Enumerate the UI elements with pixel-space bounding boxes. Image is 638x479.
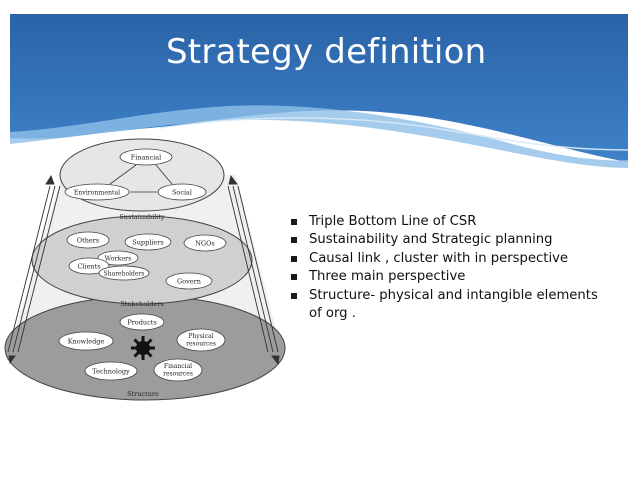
slide-title: Strategy definition	[166, 32, 487, 72]
bullet-item: Triple Bottom Line of CSR	[291, 213, 611, 231]
node-knowledge: Knowledge	[68, 338, 105, 346]
sustainability-label: Sustainability	[119, 213, 165, 221]
bullet-item: Causal link , cluster with in perspectiv…	[291, 250, 611, 268]
node-products: Products	[127, 319, 156, 327]
node-ngos: NGOs	[195, 240, 215, 248]
node-shareholders: Shareholders	[104, 271, 145, 278]
left-arrows	[7, 174, 61, 365]
bullet-item: Structure- physical and intangible eleme…	[291, 287, 611, 324]
csr-perspective-diagram: Structure Stakeholders Sustainability Fi…	[4, 138, 286, 401]
bullet-item: Sustainability and Strategic planning	[291, 231, 611, 249]
bullet-item: Three main perspective	[291, 268, 611, 286]
node-clients: Clients	[77, 263, 100, 271]
gear-icon	[131, 336, 155, 360]
node-suppliers: Suppliers	[132, 239, 163, 247]
header-banner	[10, 14, 629, 170]
node-govern: Govern	[177, 278, 201, 286]
square-bullet-icon	[291, 255, 297, 262]
node-others: Others	[77, 237, 99, 245]
stakeholders-label: Stakeholders	[120, 300, 163, 308]
square-bullet-icon	[291, 274, 297, 281]
right-arrows	[227, 174, 280, 366]
node-workers: Workers	[105, 256, 132, 263]
square-bullet-icon	[291, 292, 297, 299]
node-environmental: Environmental	[74, 190, 120, 197]
node-technology: Technology	[92, 368, 130, 376]
structure-label: Structure	[127, 390, 159, 398]
node-physical-2: resources	[186, 341, 216, 348]
sustainability-arrows	[109, 164, 173, 193]
square-bullet-icon	[291, 219, 297, 225]
node-financial-res-1: Financial	[164, 363, 192, 370]
node-physical-1: Physical	[188, 333, 213, 340]
bullet-list: Triple Bottom Line of CSR Sustainability…	[291, 213, 611, 323]
node-financial-res-2: resources	[163, 371, 193, 378]
node-financial: Financial	[131, 154, 162, 162]
node-social: Social	[172, 189, 192, 197]
square-bullet-icon	[291, 237, 297, 244]
stakeholders-level	[31, 215, 253, 305]
